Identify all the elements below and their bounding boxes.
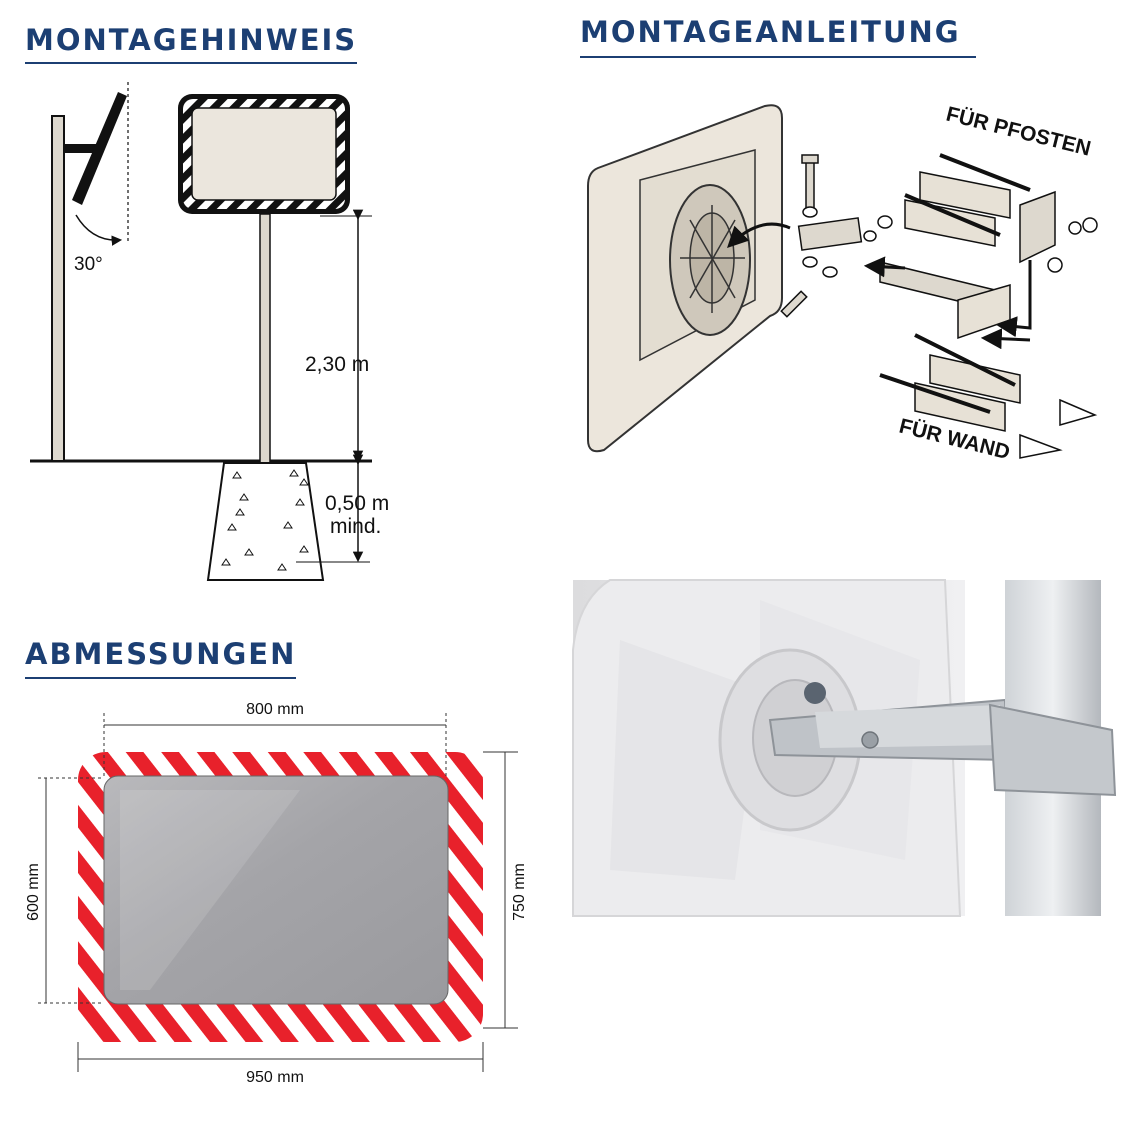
assembly-instructions-diagram: FÜR PFOSTEN FÜR WAND: [587, 103, 1098, 464]
photo-bracket-highlight: [815, 705, 1000, 748]
photo-pole-clamp: [988, 703, 1117, 797]
heading-montageanleitung: MONTAGEANLEITUNG: [580, 15, 961, 49]
heading-underline: [25, 62, 357, 64]
side-view-post: [51, 115, 65, 462]
bolt-head-top: [801, 154, 819, 164]
heading-underline: [580, 56, 976, 58]
mounting-hint-diagram: 30° 2,30 m 0,50 m mind.: [30, 82, 389, 581]
inner-width-label: 800 mm: [246, 701, 304, 718]
concrete-texture: [221, 469, 309, 571]
bolt-bottom: [780, 290, 808, 318]
bolt-top: [805, 159, 815, 209]
photo-recess-left: [610, 640, 760, 880]
washers-center: [802, 206, 893, 278]
inner-height-label: 600 mm: [25, 863, 42, 921]
post-mount-assembly: [904, 153, 1098, 273]
angle-arc: [75, 214, 123, 246]
photo-bolt-head: [804, 682, 826, 704]
heading-abmessungen: ABMESSUNGEN: [25, 637, 297, 671]
mounting-photo: [572, 579, 1117, 917]
mount-arrow: [727, 222, 791, 248]
depth-label: 0,50 m: [325, 492, 389, 515]
outer-height-label: 750 mm: [511, 863, 528, 921]
heading-montagehinweis: MONTAGEHINWEIS: [25, 23, 358, 57]
dimensions-diagram: 800 mm 950 mm 600 mm 750 mm: [25, 701, 528, 1086]
side-view-bracket: [64, 144, 100, 153]
wall-mount-assembly: [879, 333, 1098, 459]
concrete-foundation: [206, 462, 325, 581]
height-label: 2,30 m: [305, 353, 369, 376]
angle-label: 30°: [74, 254, 103, 275]
front-view-mirror-surface: [191, 107, 337, 201]
outer-width-label: 950 mm: [246, 1069, 304, 1086]
central-bracket: [797, 217, 863, 251]
mirror-reflection: [120, 790, 300, 990]
heading-underline: [25, 677, 296, 679]
post-label: FÜR PFOSTEN: [944, 103, 1093, 161]
side-view-mirror: [72, 92, 127, 205]
photo-bracket-bolt: [861, 731, 879, 749]
wall-mount-arm: [863, 256, 1032, 350]
depth-min-label: mind.: [330, 515, 381, 538]
mirror-surface: [103, 775, 449, 1005]
